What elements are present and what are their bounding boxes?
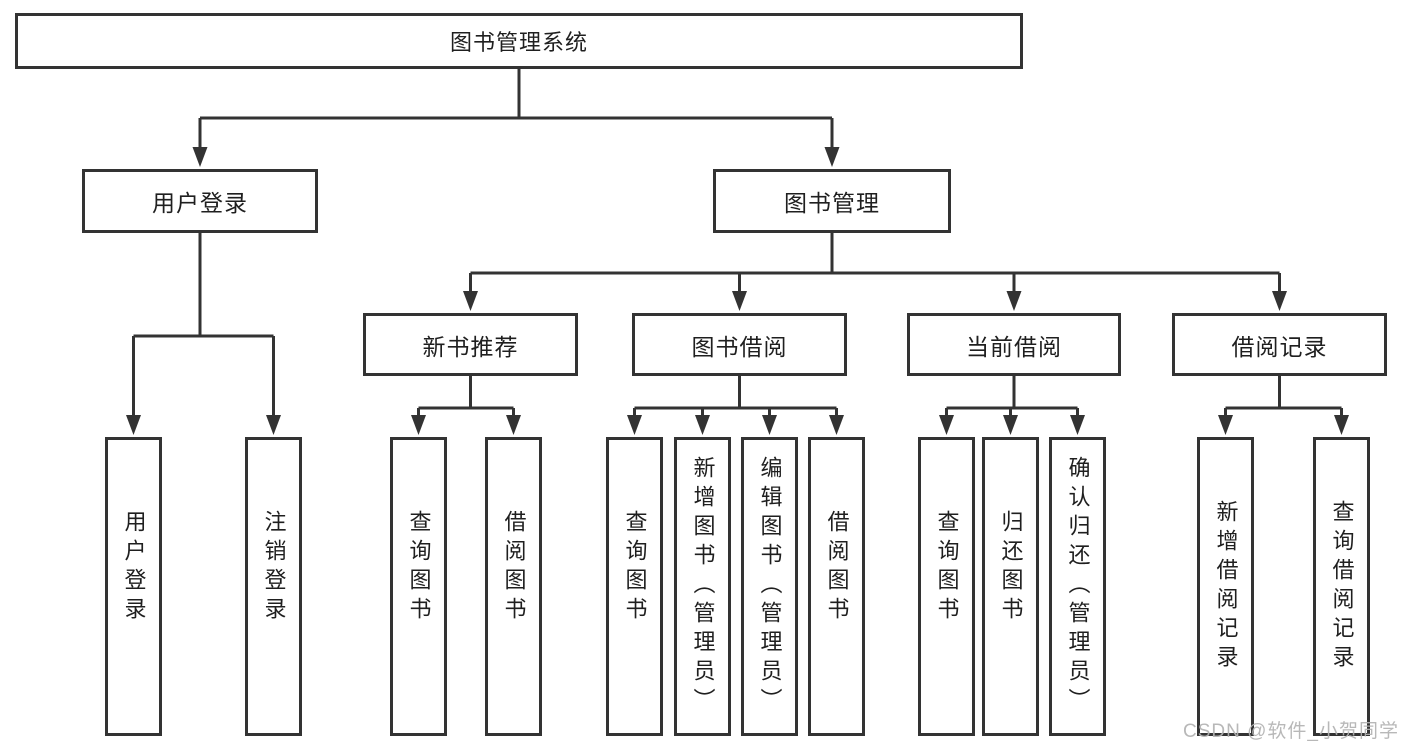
- leaf-label: 借阅图书: [824, 509, 850, 626]
- node-library-management-system: 图书管理系统: [15, 13, 1023, 69]
- node-borrowing-records: 借阅记录: [1172, 313, 1387, 376]
- leaf-borrow-books-recommend: 借阅图书: [485, 437, 542, 736]
- leaf-label: 借阅图书: [501, 509, 527, 626]
- leaf-add-books-admin: 新增图书（管理员）: [674, 437, 731, 736]
- leaf-query-books-recommend: 查询图书: [390, 437, 447, 736]
- leaf-return-books: 归还图书: [982, 437, 1039, 736]
- leaf-logout: 注销登录: [245, 437, 302, 736]
- node-book-borrowing: 图书借阅: [632, 313, 847, 376]
- node-user-login: 用户登录: [82, 169, 318, 233]
- leaf-label: 查询借阅记录: [1329, 499, 1355, 674]
- leaf-add-borrow-record: 新增借阅记录: [1197, 437, 1254, 736]
- leaf-query-books-borrowing: 查询图书: [606, 437, 663, 736]
- leaf-edit-books-admin: 编辑图书（管理员）: [741, 437, 798, 736]
- leaf-label: 编辑图书（管理员）: [757, 456, 783, 717]
- node-book-management: 图书管理: [713, 169, 951, 233]
- leaf-label: 注销登录: [261, 509, 287, 626]
- node-current-borrowing: 当前借阅: [907, 313, 1121, 376]
- leaf-label: 查询图书: [622, 509, 648, 626]
- leaf-label: 归还图书: [998, 509, 1024, 626]
- csdn-watermark: CSDN @软件_小贺同学: [1183, 721, 1399, 742]
- leaf-user-login: 用户登录: [105, 437, 162, 736]
- leaf-query-borrow-record: 查询借阅记录: [1313, 437, 1370, 736]
- leaf-label: 确认归还（管理员）: [1065, 456, 1091, 717]
- leaf-query-books-current: 查询图书: [918, 437, 975, 736]
- node-new-book-recommend: 新书推荐: [363, 313, 578, 376]
- leaf-label: 新增图书（管理员）: [690, 456, 716, 717]
- leaf-label: 新增借阅记录: [1213, 499, 1239, 674]
- leaf-label: 查询图书: [934, 509, 960, 626]
- leaf-borrow-books-borrowing: 借阅图书: [808, 437, 865, 736]
- leaf-label: 查询图书: [406, 509, 432, 626]
- leaf-label: 用户登录: [121, 509, 147, 626]
- arrowheads: [126, 147, 1349, 435]
- leaf-confirm-return-admin: 确认归还（管理员）: [1049, 437, 1106, 736]
